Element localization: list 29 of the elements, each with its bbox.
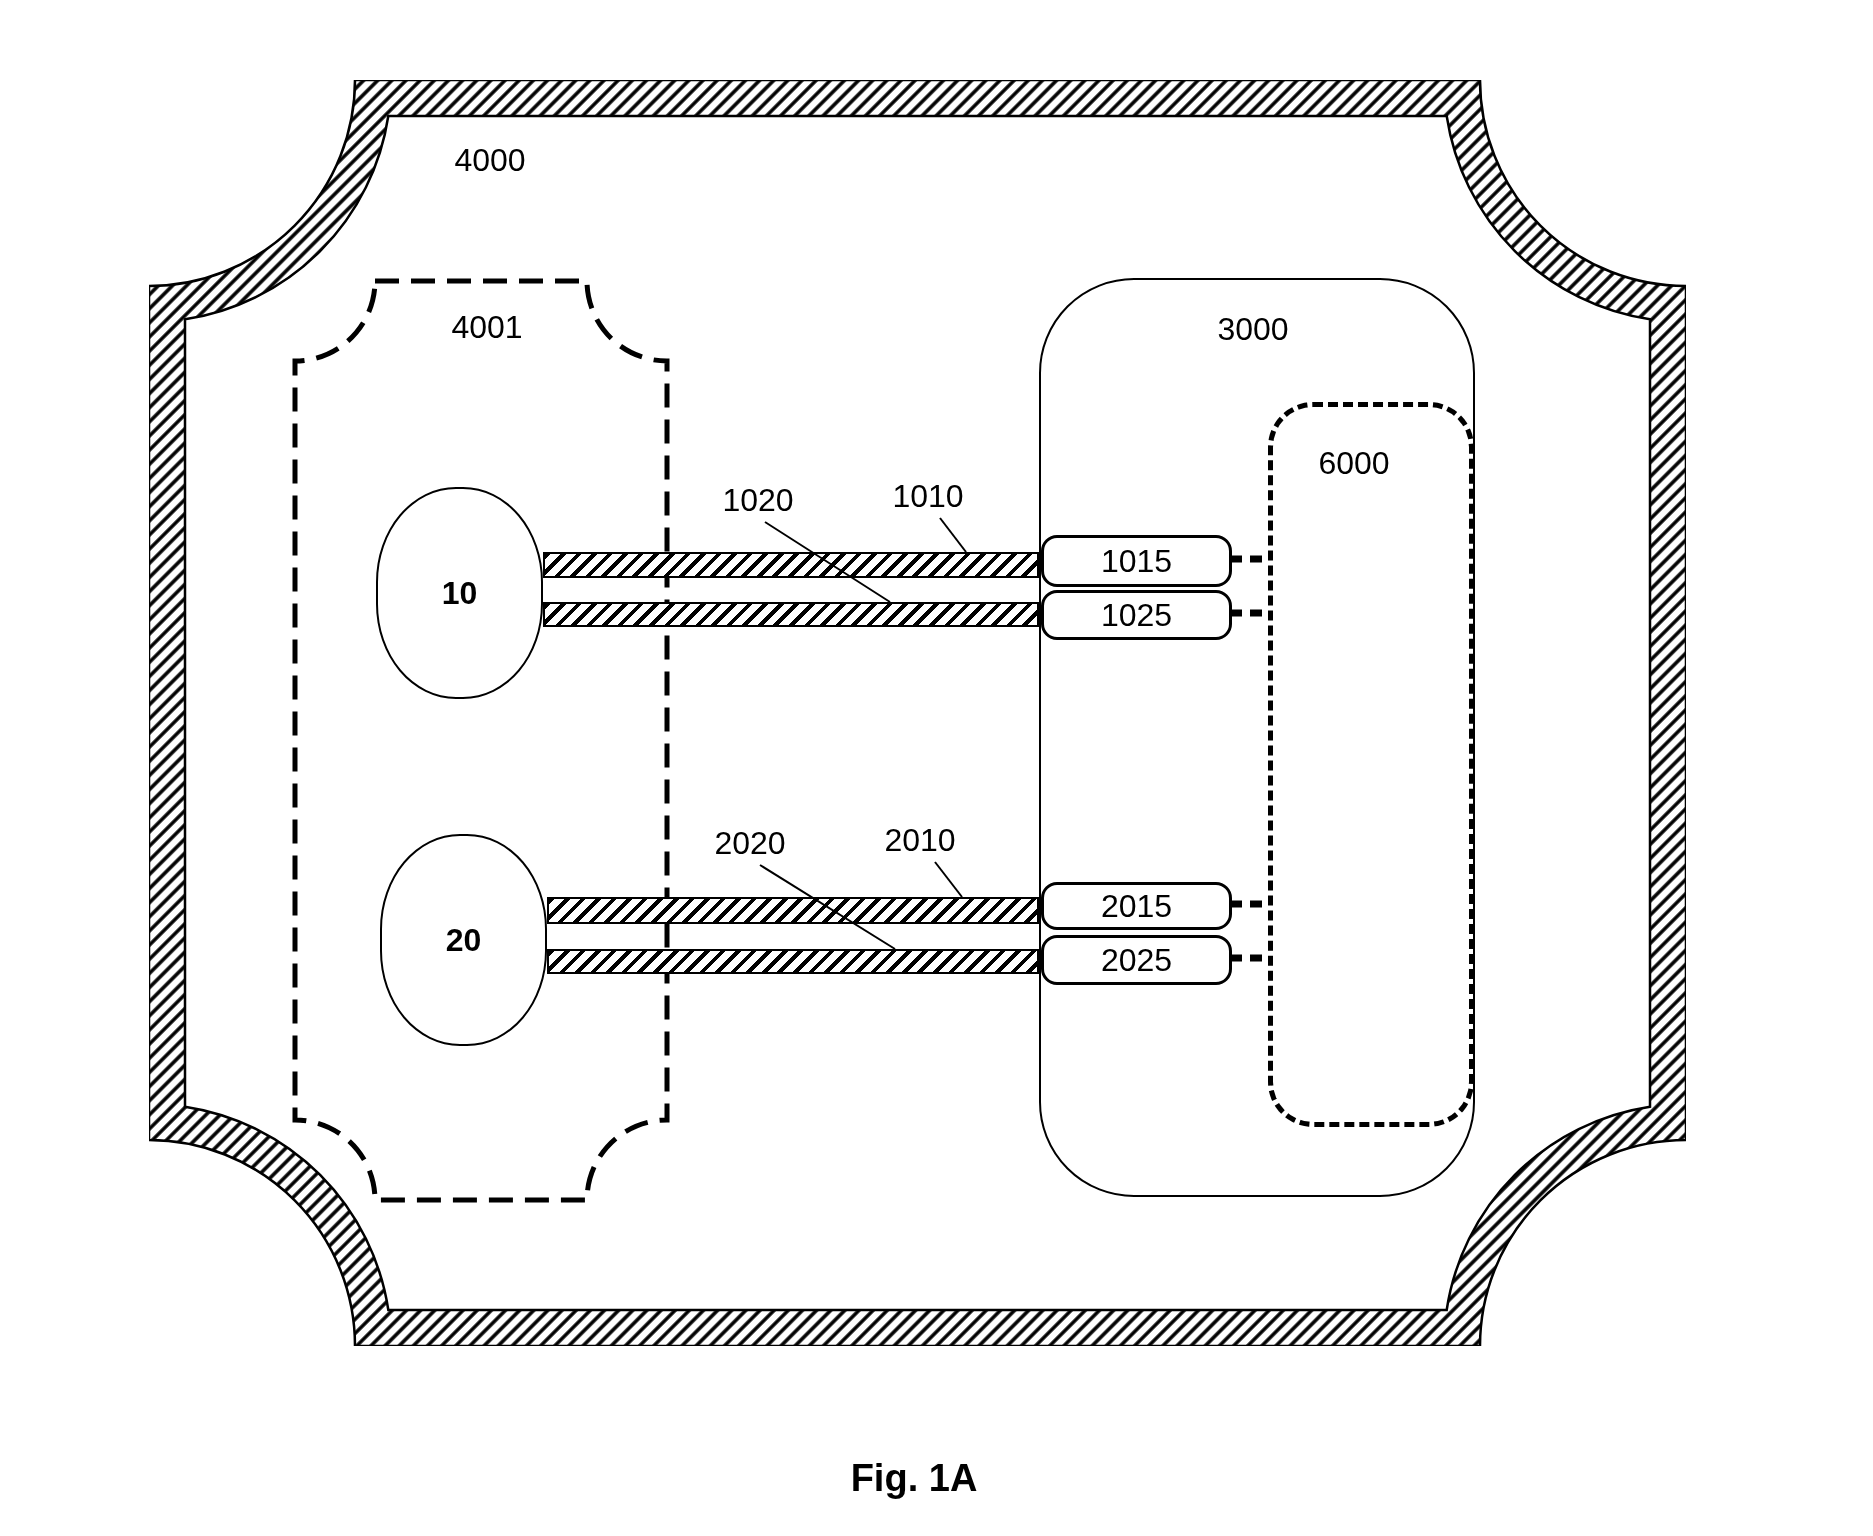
reference-numeral: 1025 xyxy=(1100,599,1173,631)
reference-numeral: 1010 xyxy=(892,480,964,512)
leader-line xyxy=(939,517,967,553)
terminal-pad xyxy=(1041,882,1232,930)
hatched-conductor xyxy=(547,949,1039,974)
module-outline xyxy=(1039,278,1475,1197)
reference-numeral: 2025 xyxy=(1100,944,1173,976)
reference-numeral: 4001 xyxy=(451,309,523,345)
hatched-conductor xyxy=(543,552,1039,578)
reference-numeral: 6000 xyxy=(1318,445,1390,481)
dashed-region-outline xyxy=(1268,402,1474,1127)
reference-numeral: 4000 xyxy=(454,142,526,178)
terminal-pad xyxy=(1041,935,1232,985)
reference-numeral: 10 xyxy=(441,577,478,609)
figure-caption: Fig. 1A xyxy=(850,1456,978,1499)
terminal-pad xyxy=(1041,535,1232,587)
reference-numeral: 1020 xyxy=(722,484,794,516)
reference-numeral: 1015 xyxy=(1100,545,1173,577)
terminal-pad xyxy=(1041,590,1232,640)
reference-numeral: 20 xyxy=(445,924,482,956)
reference-numeral: 3000 xyxy=(1217,311,1289,347)
hatched-conductor xyxy=(543,602,1039,627)
hatched-conductor xyxy=(547,897,1039,924)
leader-line xyxy=(764,521,891,603)
leader-line xyxy=(759,864,896,950)
reference-numeral: 2020 xyxy=(714,827,786,859)
reference-numeral: 2015 xyxy=(1100,890,1173,922)
leader-line xyxy=(934,861,963,898)
reference-numeral: 2010 xyxy=(884,824,956,856)
